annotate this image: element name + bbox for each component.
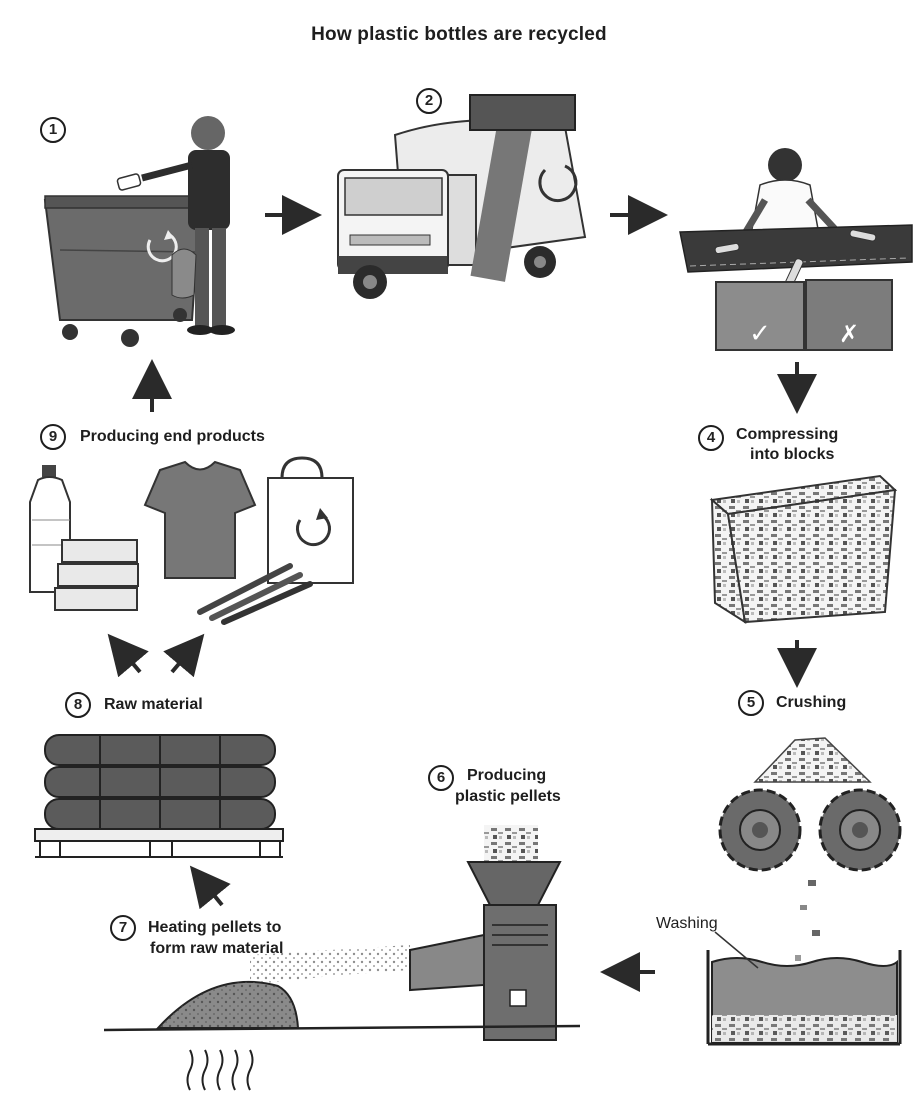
step-7-number: 7	[110, 915, 136, 941]
step-6-number: 6	[428, 765, 454, 791]
pellet-machine-illustration	[409, 825, 562, 1041]
washing-tank	[706, 931, 902, 1046]
arrow-8-to-9-left	[107, 633, 149, 678]
step-8-label: Raw material	[104, 696, 203, 713]
step-2-number: 2	[416, 88, 442, 114]
sorting-illustration: ✓ ✗	[679, 148, 913, 351]
accept-mark: ✓	[749, 319, 771, 349]
washing-label: Washing	[656, 915, 718, 932]
arrow-8-to-9-right	[163, 633, 205, 678]
step-9-number: 9	[40, 424, 66, 450]
truck-illustration	[337, 94, 587, 299]
end-products-illustration	[29, 456, 354, 625]
arrow-7-to-8	[189, 865, 231, 910]
raw-material-illustration	[34, 734, 284, 858]
step-7-label-line1: Heating pellets to	[148, 919, 282, 936]
washing-pointer	[714, 931, 759, 969]
step-5-label: Crushing	[776, 694, 847, 711]
crusher-illustration	[718, 737, 902, 980]
step-8-number: 8	[65, 692, 91, 718]
diagram-title: How plastic bottles are recycled	[311, 24, 607, 45]
step-6-label-line1: Producing	[467, 767, 547, 784]
step-4-label-line1: Compressing	[736, 426, 839, 443]
bin-illustration	[43, 195, 204, 347]
block-illustration	[709, 474, 898, 625]
step-6-label-line2: plastic pellets	[455, 788, 561, 805]
step-1-number: 1	[40, 117, 66, 143]
step-7-label-line2: form raw material	[150, 940, 284, 957]
reject-mark: ✗	[839, 320, 859, 348]
flow-arrows	[107, 195, 817, 992]
step-4-label-line2: into blocks	[750, 446, 835, 463]
step-5-number: 5	[738, 690, 764, 716]
heating-pile-illustration	[103, 945, 581, 1091]
step-4-number: 4	[698, 425, 724, 451]
step-9-label: Producing end products	[80, 428, 265, 445]
person-illustration	[116, 116, 235, 335]
